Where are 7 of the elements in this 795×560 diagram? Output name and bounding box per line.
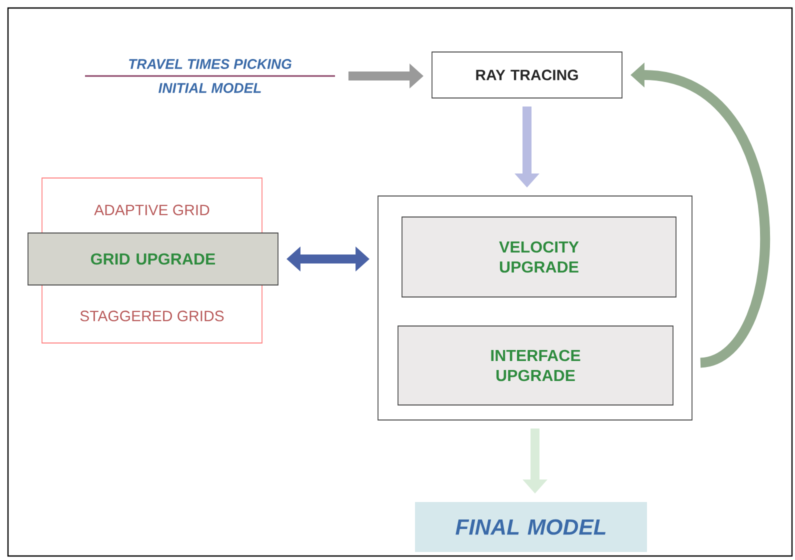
process-box: GRID UPGRADE [28,232,278,286]
process-box: VELOCITY UPGRADE [402,216,676,298]
result-box: FINAL MODEL [415,502,647,552]
title-text: TRAVEL TIMES PICKING [129,59,292,69]
process-box: RAY TRACING [432,52,622,98]
title-text: INITIAL MODEL [158,83,261,93]
process-box: INTERFACE UPGRADE [398,326,674,406]
